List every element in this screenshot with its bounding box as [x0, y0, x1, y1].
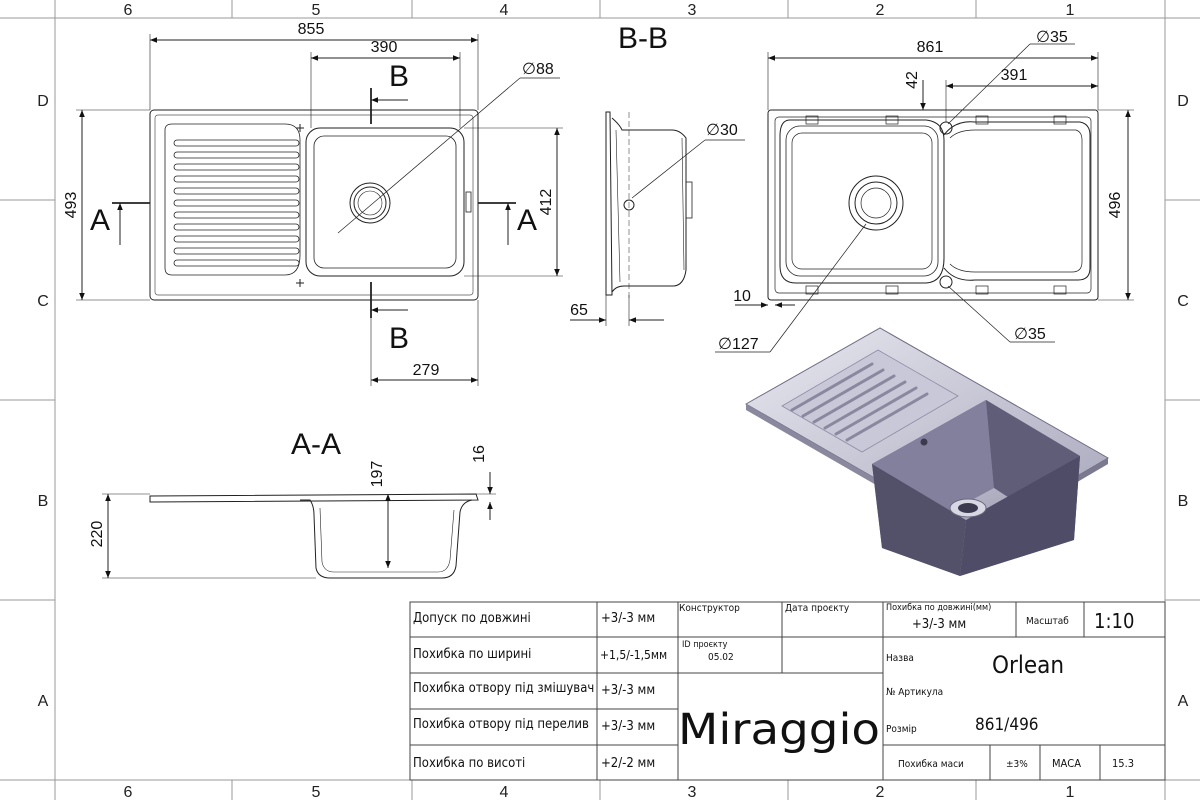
- mass-value: 15.3: [1112, 757, 1134, 770]
- top-view: [76, 34, 563, 386]
- designer-label: Конструктор: [679, 603, 740, 614]
- dim-label: 279: [413, 362, 440, 379]
- tolerance-value: +3/-3 мм: [601, 611, 655, 626]
- tolerance-label: Похибка отвору під змішувач: [413, 681, 594, 696]
- zone-col-label: 6: [124, 784, 133, 800]
- dim-label: 855: [298, 21, 325, 38]
- zone-row-label: B: [38, 493, 49, 510]
- scale-value: 1:10: [1094, 609, 1134, 633]
- dim-label: 412: [538, 189, 555, 216]
- dim-label: 16: [471, 445, 488, 463]
- tolerance-label: Похибка по висоті: [413, 756, 525, 771]
- dim-label: 390: [371, 39, 398, 56]
- zone-col-label: 2: [876, 784, 885, 800]
- dim-label: 391: [1001, 67, 1028, 84]
- zone-col-label: 1: [1066, 784, 1075, 800]
- mass-tolerance-label: Похибка маси: [898, 758, 964, 770]
- mass-tolerance-value: ±3%: [1006, 759, 1028, 770]
- zone-col-label: 3: [688, 784, 697, 800]
- bottom-view: [715, 43, 1134, 353]
- section-title: A-A: [291, 428, 341, 461]
- tolerance-value: +3/-3 мм: [601, 719, 655, 734]
- name-label: Назва: [886, 653, 914, 664]
- tolerance-value: +1,5/-1,5мм: [600, 648, 667, 662]
- tolerance-label: Похибка отвору під перелив: [413, 717, 589, 732]
- zone-col-label: 3: [688, 2, 697, 19]
- section-mark: B: [389, 322, 409, 355]
- dim-label: ∅88: [522, 61, 554, 78]
- zone-col-label: 6: [124, 2, 133, 19]
- dim-label: ∅127: [718, 336, 759, 353]
- project-id-label: ID проєкту: [682, 640, 728, 650]
- section-mark: A: [517, 204, 537, 237]
- zone-row-label: C: [1177, 293, 1189, 310]
- article-label: № Артикула: [886, 687, 943, 698]
- zone-col-label: 2: [876, 2, 885, 19]
- zone-col-label: 1: [1066, 2, 1075, 19]
- dim-label: ∅35: [1014, 326, 1046, 343]
- section-mark: B: [389, 60, 409, 93]
- brand-name: Miraggio: [678, 705, 880, 755]
- length-tolerance-label: Похибка по довжині(мм): [886, 602, 991, 613]
- tolerance-value: +2/-2 мм: [601, 756, 655, 771]
- section-mark: A: [90, 204, 110, 237]
- dim-label: ∅30: [706, 122, 738, 139]
- zone-row-label: C: [37, 293, 49, 310]
- size-value: 861/496: [975, 715, 1039, 735]
- section-aa-view: [102, 472, 496, 579]
- zone-col-label: 4: [500, 784, 509, 800]
- length-tolerance-value: +3/-3 мм: [912, 617, 966, 632]
- dim-label: ∅35: [1036, 29, 1068, 46]
- dim-label: 496: [1107, 192, 1124, 219]
- dim-label: 65: [570, 302, 588, 319]
- zone-row-label: B: [1178, 493, 1189, 510]
- dim-label: 861: [917, 39, 944, 56]
- zone-row-label: D: [37, 93, 49, 110]
- zone-col-label: 5: [312, 784, 321, 800]
- tolerance-value: +3/-3 мм: [601, 683, 655, 698]
- drain-grooves: [173, 139, 300, 267]
- scale-label: Масштаб: [1026, 615, 1069, 627]
- zone-col-label: 4: [500, 2, 509, 19]
- zone-col-label: 5: [312, 2, 321, 19]
- section-title: B-B: [618, 22, 668, 55]
- tolerance-label: Похибка по ширині: [413, 647, 531, 662]
- product-name: Orlean: [992, 651, 1064, 679]
- sink-3d-view: [744, 327, 1109, 576]
- mass-label: МАСА: [1052, 757, 1081, 770]
- zone-row-label: A: [38, 693, 49, 710]
- zone-row-label: A: [1178, 693, 1189, 710]
- title-block: [409, 601, 1166, 781]
- dim-label: 197: [369, 461, 386, 488]
- zone-row-label: D: [1177, 93, 1189, 110]
- tolerance-label: Допуск по довжині: [413, 611, 531, 626]
- dim-label: 493: [63, 192, 80, 219]
- dim-label: 10: [733, 288, 751, 305]
- section-bb-view: [570, 111, 745, 326]
- dim-label: 220: [89, 521, 106, 548]
- project-id: 05.02: [708, 652, 734, 663]
- project-date-label: Дата проєкту: [785, 603, 850, 614]
- size-label: Розмір: [886, 723, 917, 735]
- dim-label: 42: [904, 71, 921, 89]
